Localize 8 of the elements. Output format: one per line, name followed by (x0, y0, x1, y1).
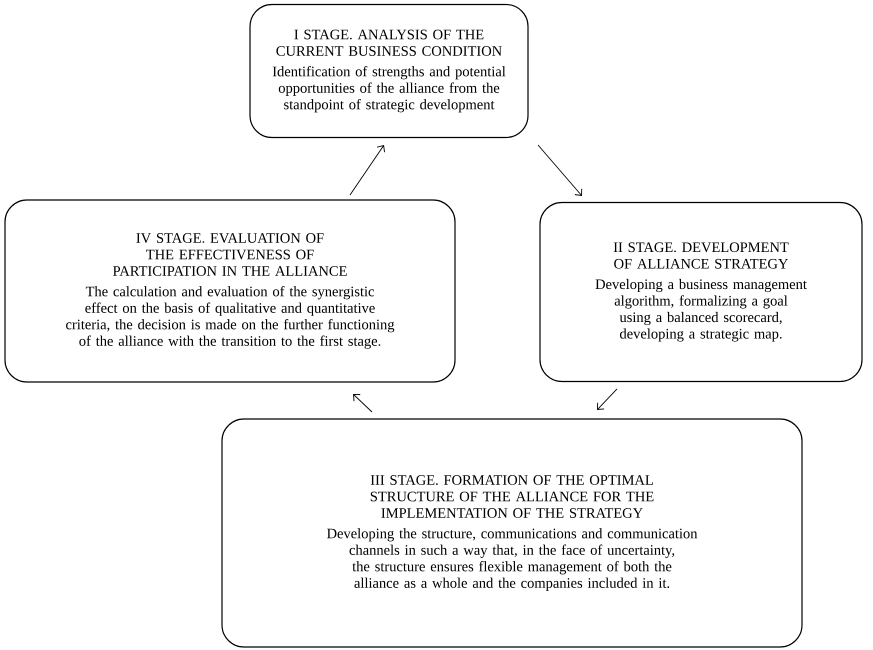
stage-box: I STAGE. ANALYSIS OF THE CURRENT BUSINESS CONDITION Identification of strengths and potential opportunities of the alliance from the standpoint of strategic development (249, 4, 529, 138)
stage-box: IV STAGE. EVALUATION OF THE EFFECTIVENESS OF PARTICIPATION IN THE ALLIANCE The calculation and evaluation of the synergistic effect on the basis of qualitative and quantitative criteria, the decision is made on the further functioning of the alliance with the transition to the first stage. (4, 199, 456, 383)
arrow (538, 144, 582, 196)
arrow (353, 394, 372, 412)
arrow (350, 144, 385, 196)
arrow (597, 388, 618, 410)
stage-box: III STAGE. FORMATION OF THE OPTIMAL STRUCTURE OF THE ALLIANCE FOR THE IMPLEMENTATION OF THE STRATEGY Developing the structure, communications and communication channels in such a way that, in the face of uncertainty, the structure ensures flexible management of both the alliance as a whole and the companies included in it. (221, 418, 803, 648)
stage-box: II STAGE. DEVELOPMENT OF ALLIANCE STRATEGY Developing a business management algorithm, formalizing a goal using a balanced scorecard, developing a strategic map. (539, 202, 863, 382)
